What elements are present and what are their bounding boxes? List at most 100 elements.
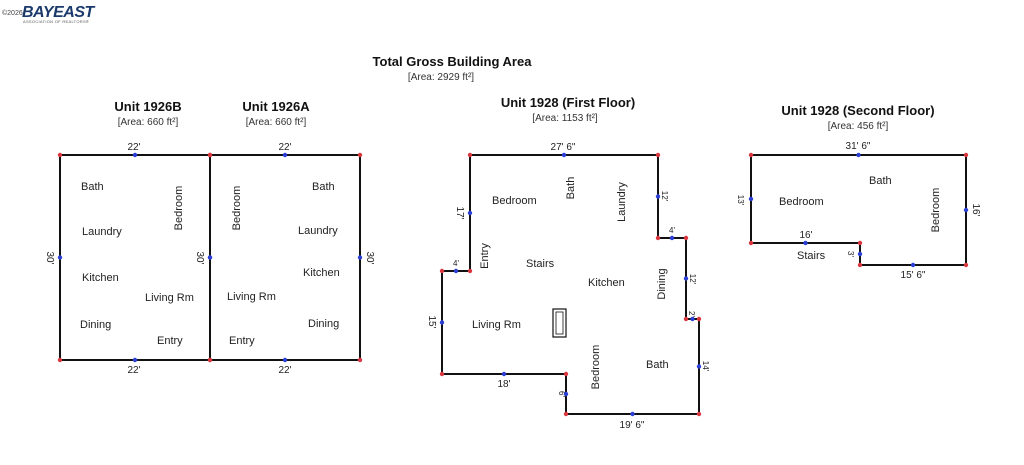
dimension-marker	[856, 152, 861, 158]
unit-1928-first-dim-left-upper: 17'	[454, 206, 465, 219]
unit-1926b-title: Unit 1926B	[114, 99, 181, 114]
dimension-marker	[655, 194, 661, 199]
total-area-title: Total Gross Building Area	[373, 54, 533, 69]
unit-1926b-dim-bottom: 22'	[127, 365, 140, 376]
corner-marker	[563, 371, 569, 377]
dimension-marker	[453, 268, 459, 274]
dimension-marker	[501, 371, 507, 377]
corner-marker	[683, 316, 689, 322]
unit-1926a-dim-left: 30'	[194, 251, 205, 264]
unit-1928-first-room-bath1: Bath	[565, 177, 577, 200]
corner-marker	[683, 235, 689, 241]
corner-marker	[207, 357, 213, 363]
unit-1928-second-room-bedroom1: Bedroom	[779, 196, 824, 208]
corner-marker	[963, 262, 969, 268]
unit-1926b-room-bedroom: Bedroom	[173, 186, 185, 231]
dimension-marker	[467, 210, 473, 216]
unit-1926a-dim-bottom: 22'	[278, 365, 291, 376]
unit-1926b-room-living: Living Rm	[145, 292, 194, 304]
unit-1928-second-room-bedroom2: Bedroom	[930, 188, 942, 233]
total-area-value: [Area: 2929 ft²]	[408, 72, 474, 83]
corner-marker	[357, 357, 363, 363]
unit-1928-second-title: Unit 1928 (Second Floor)	[781, 103, 934, 118]
unit-1928-first-dim-left-step: 4'	[453, 259, 459, 268]
unit-1928-first-dim-notch: 6'	[557, 391, 566, 397]
unit-1926b-room-kitchen: Kitchen	[82, 272, 119, 284]
corner-marker	[655, 152, 661, 158]
unit-1928-first-dim-bottom-right: 19' 6"	[620, 420, 645, 431]
unit-1928-first-room-bedroom2: Bedroom	[590, 345, 602, 390]
unit-1926a-area: [Area: 660 ft²]	[246, 117, 307, 128]
corner-marker	[207, 152, 213, 158]
corner-marker	[357, 152, 363, 158]
stairs-symbol-inner	[555, 311, 564, 335]
unit-1926a-room-living: Living Rm	[227, 291, 276, 303]
unit-1928-first-room-dining: Dining	[656, 268, 668, 299]
dimension-marker	[630, 411, 635, 417]
vertex-markers	[57, 152, 969, 417]
unit-1928-first-dim-left-lower: 15'	[426, 315, 437, 328]
unit-1928-first-dim-top: 27' 6"	[551, 142, 576, 153]
corner-marker	[439, 371, 445, 377]
unit-1926a-room-laundry: Laundry	[298, 225, 338, 237]
unit-1928-first-dim-right-mid: 12'	[688, 274, 697, 285]
brand-name: BAYEAST	[22, 4, 94, 21]
unit-1928-first-area: [Area: 1153 ft²]	[532, 113, 598, 124]
dimension-marker	[690, 316, 695, 322]
unit-1928-first-room-bedroom1: Bedroom	[492, 195, 537, 207]
dimension-marker	[748, 196, 754, 202]
unit-1928-first-dim-right-upper: 12'	[660, 191, 669, 202]
dimension-marker	[910, 262, 916, 268]
corner-marker	[696, 411, 702, 417]
corner-marker	[57, 357, 63, 363]
dimension-marker	[282, 152, 288, 158]
dimension-marker	[683, 276, 689, 281]
unit-1926a-title: Unit 1926A	[242, 99, 310, 114]
unit-1928-second-dim-bottom: 15' 6"	[901, 270, 926, 281]
unit-1928-first-title: Unit 1928 (First Floor)	[501, 95, 635, 110]
dimension-marker	[132, 152, 138, 158]
corner-marker	[467, 268, 473, 274]
unit-1928-second-room-stairs: Stairs	[797, 250, 826, 262]
corner-marker	[748, 152, 754, 158]
brand-tagline: ASSOCIATION OF REALTORS®	[23, 19, 90, 24]
corner-marker	[696, 316, 702, 322]
unit-1926a-room-bedroom: Bedroom	[231, 186, 243, 231]
dimension-marker	[132, 357, 138, 363]
unit-1928-first-room-living: Living Rm	[472, 319, 521, 331]
copyright-text: ©2026	[2, 10, 23, 17]
dimension-marker	[57, 255, 63, 260]
corner-marker	[57, 152, 63, 158]
unit-1926b: Unit 1926B [Area: 660 ft²] 22' 22' 30' B…	[44, 99, 211, 376]
unit-1926b-room-laundry: Laundry	[82, 226, 122, 238]
unit-1926b-room-entry: Entry	[157, 335, 183, 347]
unit-1926b-dim-top: 22'	[127, 142, 140, 153]
unit-1928-second-dim-right: 16'	[970, 203, 981, 216]
dimension-marker	[357, 255, 363, 260]
unit-1926a-room-dining: Dining	[308, 318, 339, 330]
corner-marker	[563, 411, 569, 417]
unit-1926a-dim-right: 30'	[364, 251, 375, 264]
unit-1926b-room-dining: Dining	[80, 319, 111, 331]
corner-marker	[963, 152, 969, 158]
corner-marker	[467, 152, 473, 158]
dimension-marker	[282, 357, 288, 363]
dimension-marker	[561, 152, 567, 158]
corner-marker	[857, 240, 863, 246]
dimension-marker	[857, 251, 863, 257]
dimension-marker	[207, 255, 213, 260]
unit-1928-first-dim-right-lower: 14'	[701, 361, 710, 372]
corner-marker	[748, 240, 754, 246]
unit-1928-second-room-bath: Bath	[869, 175, 892, 187]
dimension-marker	[803, 240, 808, 246]
unit-1926a-room-entry: Entry	[229, 335, 255, 347]
unit-1928-first-room-bath2: Bath	[646, 359, 669, 371]
unit-1928-second-area: [Area: 456 ft²]	[828, 121, 889, 132]
unit-1926b-room-bath: Bath	[81, 181, 104, 193]
unit-1926b-area: [Area: 660 ft²]	[118, 117, 179, 128]
dimension-marker	[669, 235, 675, 241]
unit-1926a-room-kitchen: Kitchen	[303, 267, 340, 279]
unit-1928-second-dim-small: 3'	[846, 251, 855, 257]
unit-1928-first-room-stairs: Stairs	[526, 258, 555, 270]
unit-1928-first-dim-step1: 4'	[669, 226, 675, 235]
